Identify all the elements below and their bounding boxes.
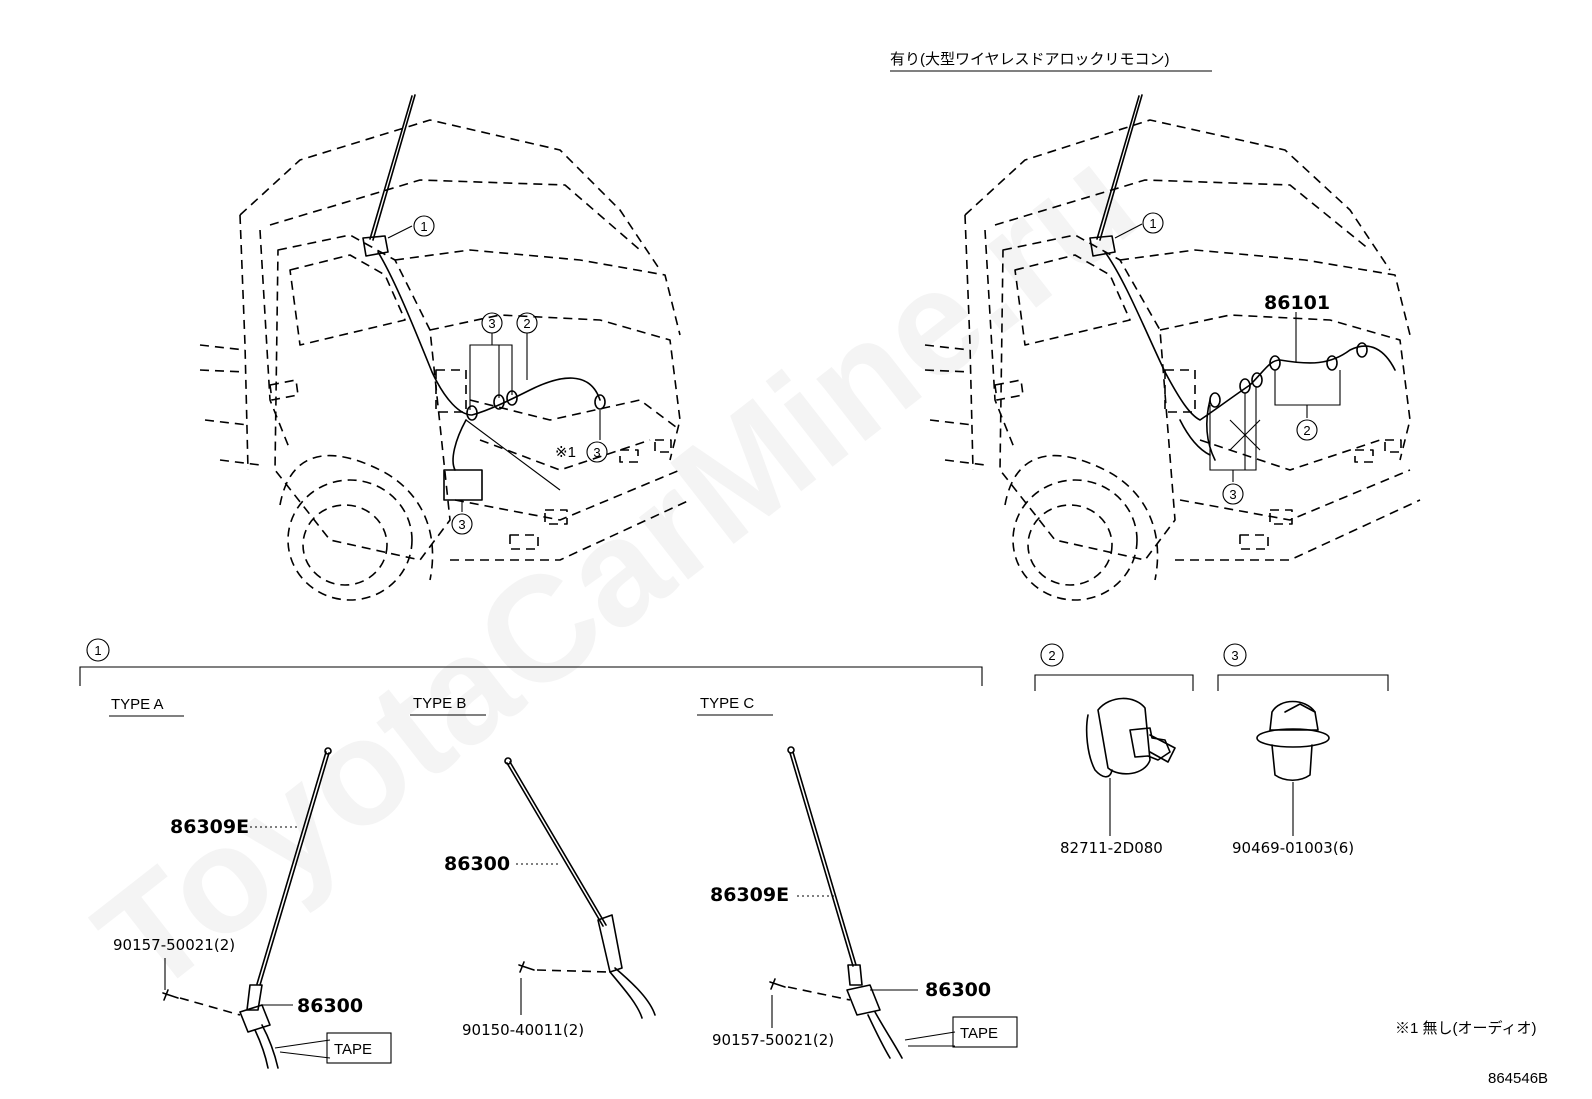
type-c-label: TYPE C (700, 695, 754, 712)
type-c-base-part: 86300 (925, 979, 991, 1001)
clamp-90469-illustration (1256, 700, 1330, 836)
callout-1-left: 1 (413, 215, 435, 237)
part-86101-label: 86101 (1264, 292, 1330, 314)
svg-text:3: 3 (1229, 487, 1236, 502)
top-right-title: 有り(大型ワイヤレスドアロックリモコン) (890, 51, 1170, 68)
type-a-antenna (162, 747, 332, 1069)
svg-text:3: 3 (488, 316, 495, 331)
callout-2-left: 2 (516, 312, 538, 334)
svg-text:2: 2 (1303, 423, 1310, 438)
type-c-screw-part: 90157-50021(2) (712, 1031, 834, 1049)
section-2-header: 2 (1034, 643, 1194, 691)
svg-text:TAPE: TAPE (960, 1025, 998, 1042)
note-mark: ※1 (555, 444, 576, 461)
type-c-antenna (769, 746, 956, 1059)
svg-text:3: 3 (1231, 648, 1238, 663)
clip-82711-part: 82711-2D080 (1060, 839, 1163, 857)
svg-text:TAPE: TAPE (334, 1041, 372, 1058)
callout-2-right: 2 (1296, 419, 1318, 441)
callout-3-left-top: 3 (481, 312, 503, 334)
callout-3-left-bottom: 3 (451, 513, 473, 535)
truck-left-illustration (199, 94, 691, 601)
type-b-antenna (504, 757, 656, 1019)
type-a-screw-part: 90157-50021(2) (113, 936, 235, 954)
svg-text:3: 3 (458, 517, 465, 532)
section-3-header: 3 (1217, 643, 1389, 691)
callout-3-left-mid: 3 (586, 441, 608, 463)
type-a-base-part: 86300 (297, 995, 363, 1017)
type-a-label: TYPE A (111, 696, 164, 713)
svg-text:2: 2 (1048, 648, 1055, 663)
callout-1-right: 1 (1142, 212, 1164, 234)
callout-3-right: 3 (1222, 483, 1244, 505)
svg-text:2: 2 (523, 316, 530, 331)
type-b-label: TYPE B (413, 695, 466, 712)
footnote: ※1 無し(オーディオ) (1395, 1019, 1536, 1037)
clip-82711-illustration (1085, 697, 1176, 836)
section-1-header: 1 (79, 638, 983, 686)
svg-text:3: 3 (593, 445, 600, 460)
type-b-rod-part: 86300 (444, 853, 510, 875)
svg-text:1: 1 (1149, 216, 1156, 231)
type-b-screw-part: 90150-40011(2) (462, 1021, 584, 1039)
type-c-rod-part: 86309E (710, 884, 789, 906)
type-a-tape-box: TAPE (326, 1032, 392, 1064)
watermark: ToyotaCarMine.ru (66, 115, 1165, 1026)
diagram-code: 864546B (1488, 1070, 1548, 1087)
type-a-rod-part: 86309E (170, 816, 249, 838)
clamp-90469-part: 90469-01003(6) (1232, 839, 1354, 857)
type-c-tape-box: TAPE (952, 1016, 1018, 1048)
svg-text:1: 1 (420, 219, 427, 234)
truck-right-illustration (924, 94, 1421, 601)
svg-text:1: 1 (94, 643, 101, 658)
